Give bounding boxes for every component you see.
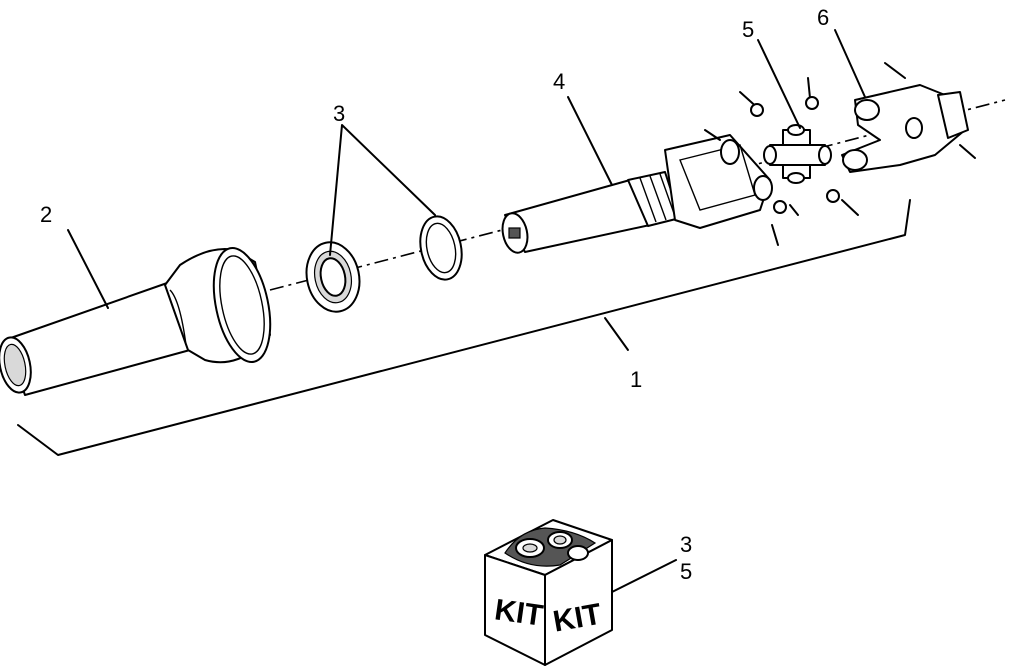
ring-part [419,215,463,281]
inner-tube-yoke-part [501,129,799,254]
leader-2 [67,229,109,309]
assembly-bracket [17,199,911,456]
leader-5 [757,39,801,129]
kit-ref-5: 5 [680,559,692,584]
callout-6: 6 [817,5,829,30]
callout-1: 1 [630,367,642,392]
kit-label-left: KIT [493,593,545,632]
callout-2: 2 [40,202,52,227]
kit-ref-3: 3 [680,532,692,557]
leader-4 [567,96,613,186]
callout-5: 5 [742,17,754,42]
kit-leader [611,559,677,593]
outer-tube-part [0,247,272,396]
leader-6 [834,29,866,98]
leader-3 [329,124,436,256]
callout-4: 4 [553,69,565,94]
outer-yoke-part [841,62,976,173]
kit-box-icon: KIT KIT [484,519,613,666]
leader-1 [604,317,629,351]
seal-part [305,241,361,313]
callout-3: 3 [333,101,345,126]
cross-spider-part [739,77,859,246]
